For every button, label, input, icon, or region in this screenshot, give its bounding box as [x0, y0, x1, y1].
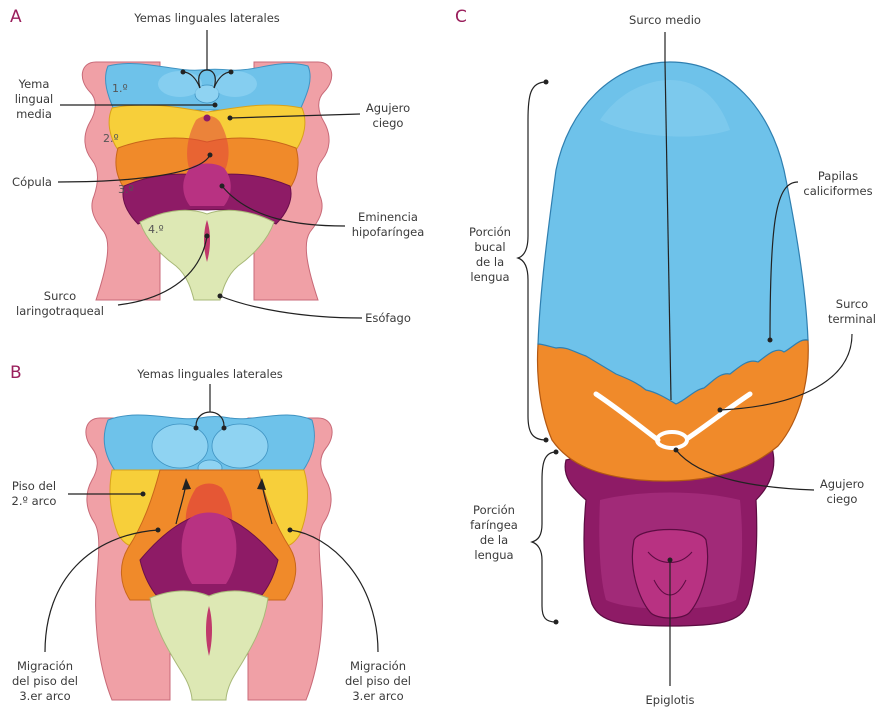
copula-label: Cópula	[12, 175, 52, 189]
migr-left-label-1: Migración	[17, 659, 73, 673]
surco-medio-label: Surco medio	[629, 13, 701, 27]
migr-left-label-3: 3.er arco	[19, 689, 70, 703]
agujero-c-label-2: ciego	[827, 492, 858, 506]
arch-number-1: 1.º	[112, 82, 128, 95]
panel-a-letter: A	[10, 7, 22, 27]
bucal-label-2: bucal	[474, 240, 505, 254]
panel-c-letter: C	[455, 7, 467, 27]
bucal-label-4: lengua	[470, 270, 509, 284]
surco-terminal-label-2: terminal	[828, 312, 876, 326]
migr-right-label-3: 3.er arco	[352, 689, 403, 703]
surco-a-label-1: Surco	[44, 289, 76, 303]
arch-number-3: 3.º	[118, 183, 134, 196]
epiglotis-label: Epiglotis	[646, 693, 695, 707]
agujero-a-label-1: Agujero	[366, 101, 410, 115]
migr-right-label-2: del piso del	[345, 674, 411, 688]
migr-right-label-1: Migración	[350, 659, 406, 673]
agujero-a-label-2: ciego	[373, 116, 404, 130]
panel-b: B Yemas linguales laterales Piso	[10, 363, 411, 703]
papilas-label-2: caliciformes	[803, 184, 872, 198]
panel-a-title: Yemas linguales laterales	[133, 11, 280, 25]
yema-media-label-1: Yema	[18, 77, 50, 91]
bucal-label-1: Porción	[469, 225, 511, 239]
panel-a: A 1.º 2.º 3.º 4.º Yemas linguales latera…	[10, 7, 424, 325]
eminencia-label-2: hipofaríngea	[352, 225, 425, 239]
surco-a-label-2: laringotraqueal	[16, 304, 104, 318]
panel-b-letter: B	[10, 363, 22, 383]
faringea-label-4: lengua	[474, 548, 513, 562]
piso-label-1: Piso del	[12, 479, 56, 493]
panel-b-title: Yemas linguales laterales	[136, 367, 283, 381]
agujero-c-label-1: Agujero	[820, 477, 864, 491]
esofago-label: Esófago	[365, 311, 411, 325]
piso-label-2: 2.º arco	[12, 494, 57, 508]
yema-media-label-2: lingual	[15, 92, 54, 106]
panel-c: C Surco medio Papilas caliciformes Surco…	[455, 7, 876, 707]
surco-terminal-label-1: Surco	[836, 297, 868, 311]
bucal-label-3: de la	[476, 255, 504, 269]
faringea-label-1: Porción	[473, 503, 515, 517]
faringea-label-2: faríngea	[470, 518, 518, 532]
faringea-label-3: de la	[480, 533, 508, 547]
eminencia-label-1: Eminencia	[358, 210, 418, 224]
yema-media-label-3: media	[16, 107, 52, 121]
arch-number-2: 2.º	[103, 132, 119, 145]
papilas-label-1: Papilas	[818, 169, 858, 183]
faringea-bracket	[532, 452, 556, 622]
arch-number-4: 4.º	[148, 223, 164, 236]
migr-left-label-2: del piso del	[12, 674, 78, 688]
